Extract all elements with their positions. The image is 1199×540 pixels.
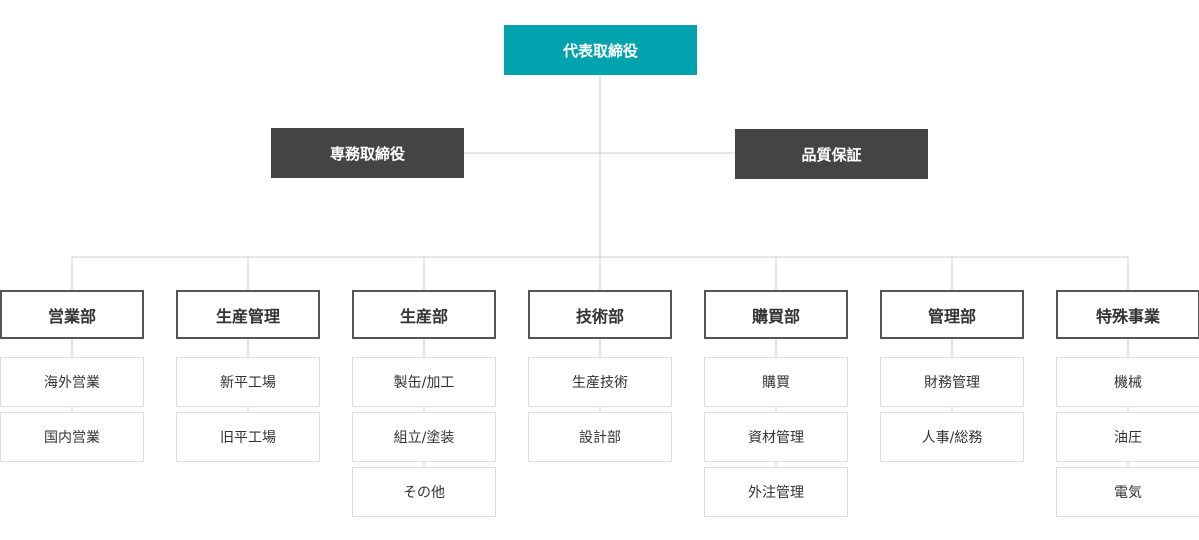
sub-unit-box: 資材管理: [704, 412, 848, 462]
sub-unit-box: 設計部: [528, 412, 672, 462]
department-box: 購買部: [704, 290, 848, 339]
sub-unit-box: 購買: [704, 357, 848, 407]
sub-unit-box: 生産技術: [528, 357, 672, 407]
department-box: 管理部: [880, 290, 1024, 339]
executive-box-quality-assurance: 品質保証: [735, 129, 928, 179]
department-box: 生産部: [352, 290, 496, 339]
department-box: 営業部: [0, 290, 144, 339]
sub-unit-box: 油圧: [1056, 412, 1199, 462]
sub-unit-box: 電気: [1056, 467, 1199, 517]
sub-unit-box: 国内営業: [0, 412, 144, 462]
sub-unit-box: 製缶/加工: [352, 357, 496, 407]
sub-unit-box: 外注管理: [704, 467, 848, 517]
sub-unit-box: 旧平工場: [176, 412, 320, 462]
sub-unit-box: 新平工場: [176, 357, 320, 407]
ceo-box: 代表取締役: [504, 25, 697, 75]
sub-unit-box: 機械: [1056, 357, 1199, 407]
department-box: 技術部: [528, 290, 672, 339]
sub-unit-box: 財務管理: [880, 357, 1024, 407]
department-box: 特殊事業: [1056, 290, 1199, 339]
sub-unit-box: その他: [352, 467, 496, 517]
department-box: 生産管理: [176, 290, 320, 339]
sub-unit-box: 組立/塗装: [352, 412, 496, 462]
sub-unit-box: 人事/総務: [880, 412, 1024, 462]
sub-unit-box: 海外営業: [0, 357, 144, 407]
executive-box-senior-director: 専務取締役: [271, 128, 464, 178]
